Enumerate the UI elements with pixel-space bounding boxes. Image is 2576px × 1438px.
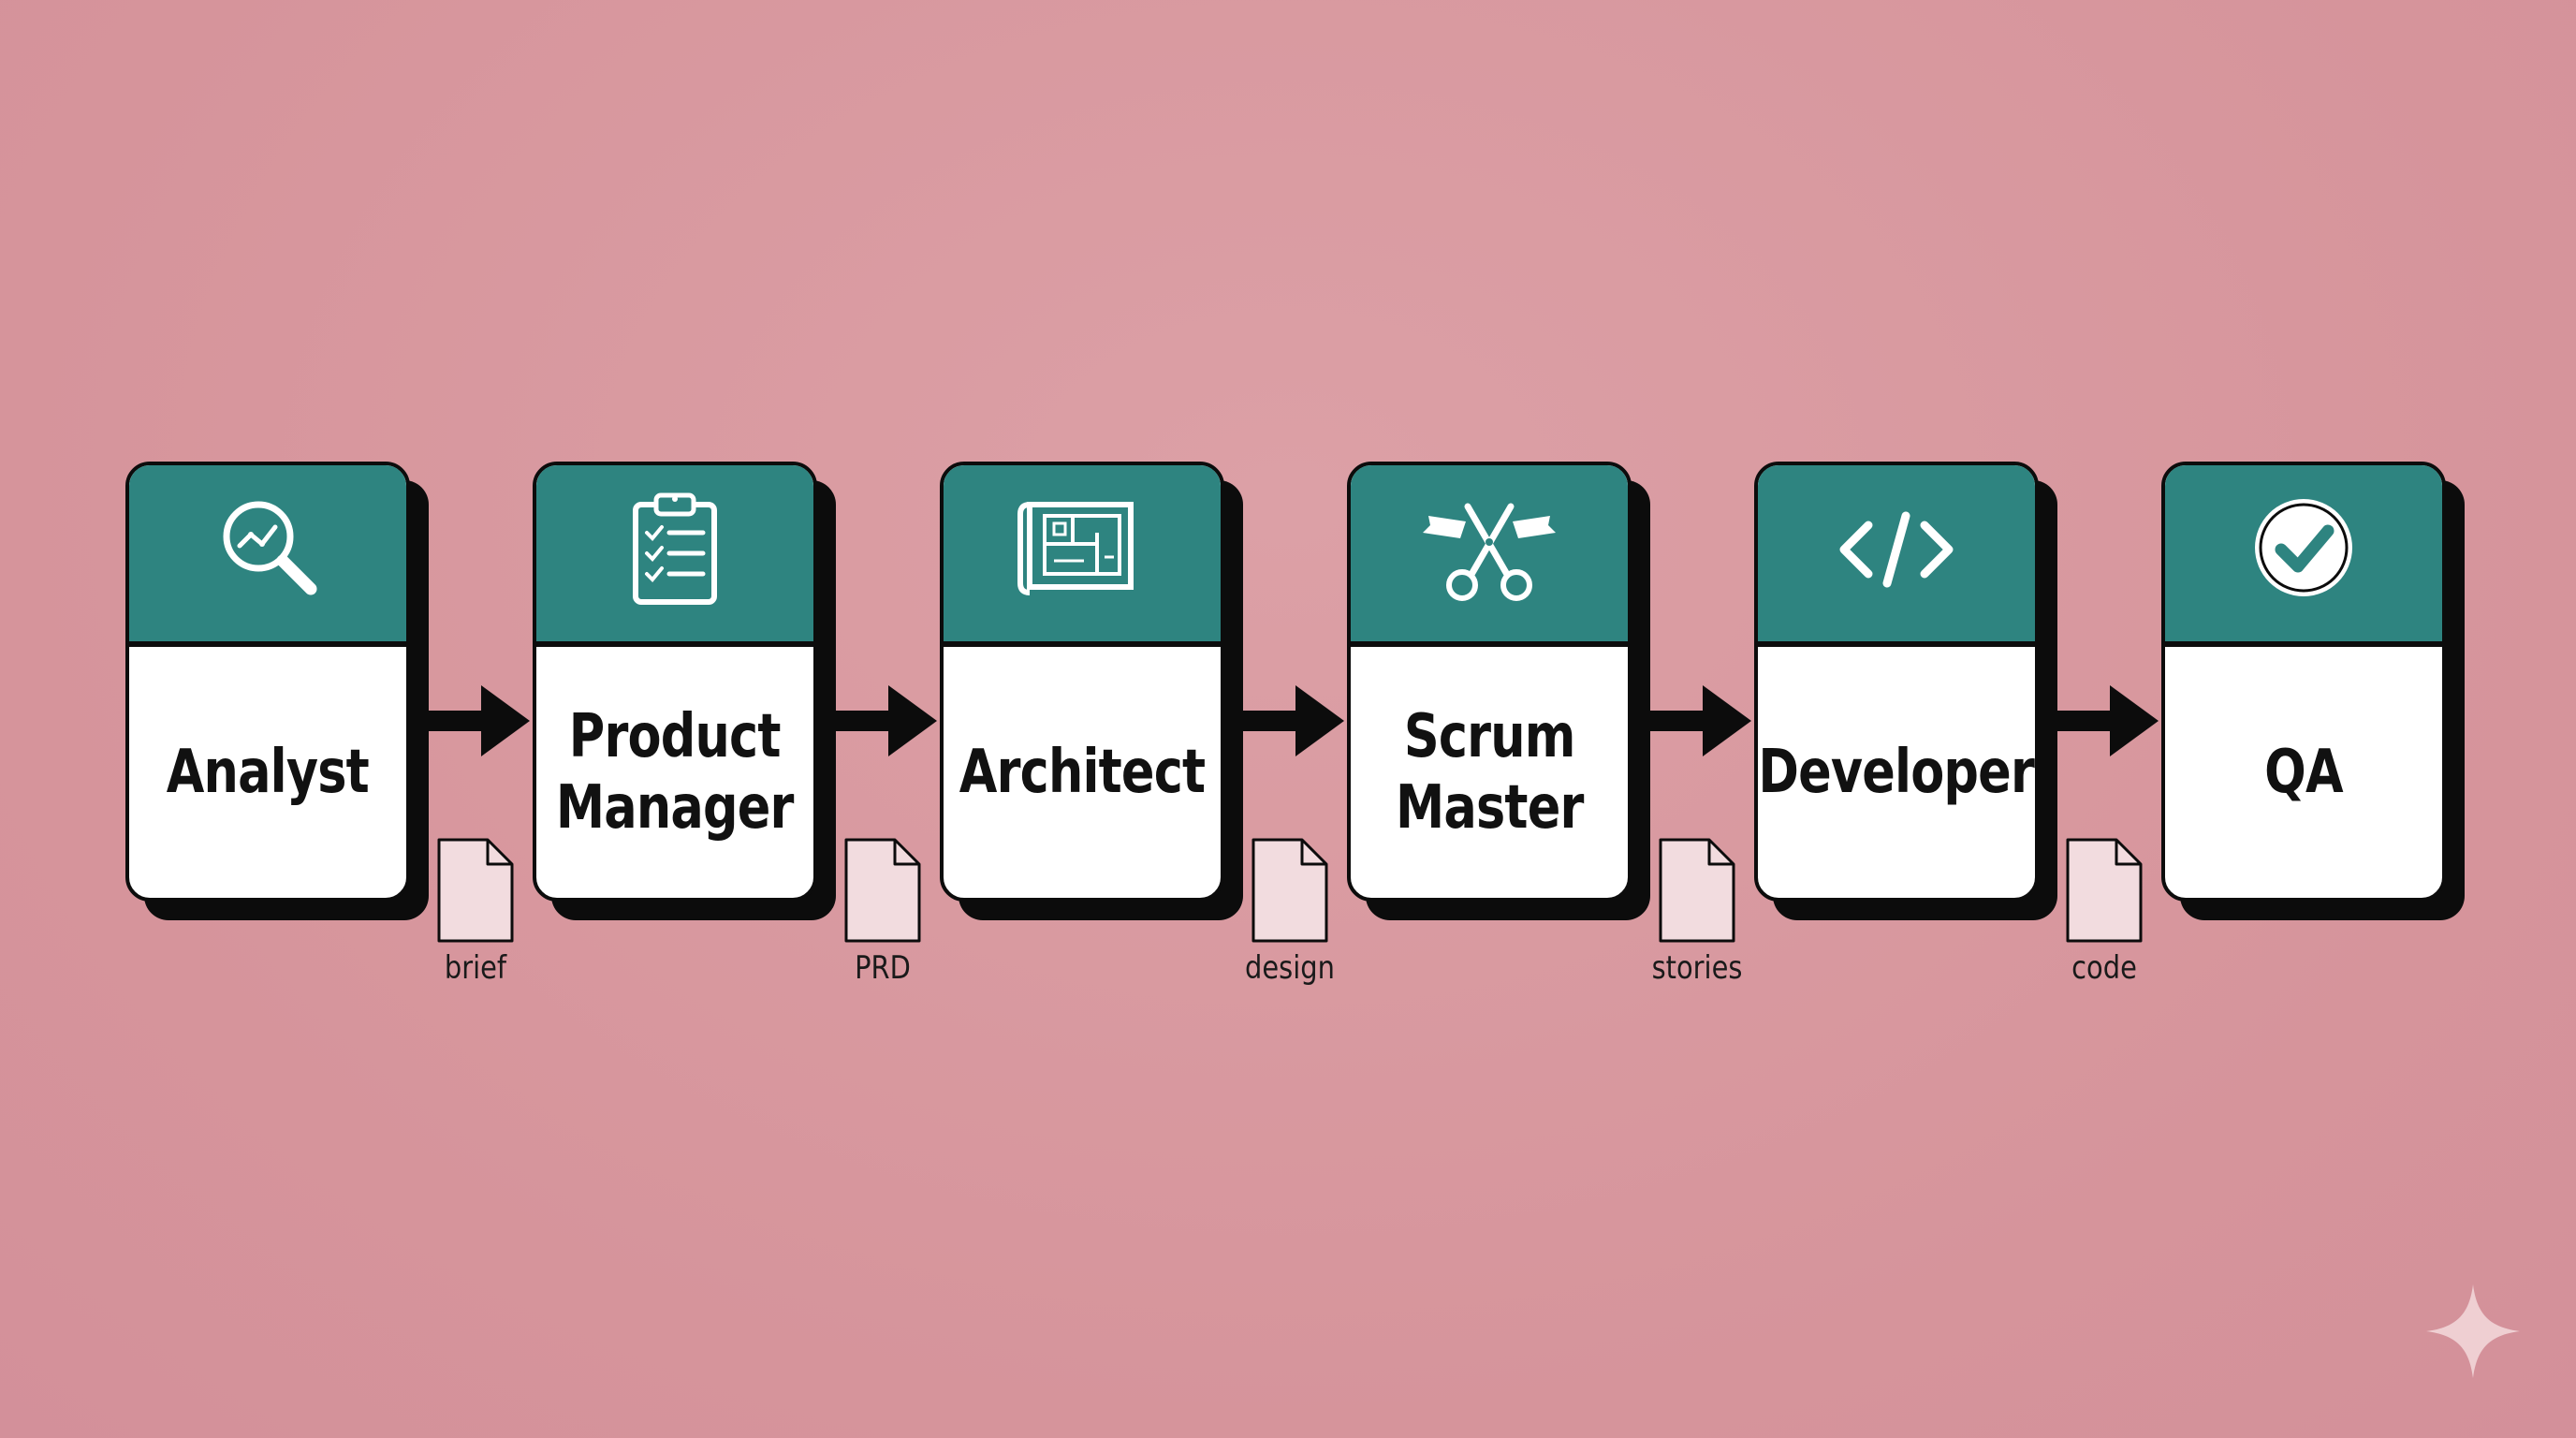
stage-label: Architect [959, 738, 1206, 807]
stage-card-architect: Architect [940, 462, 1243, 920]
flow-arrow [429, 685, 530, 756]
clipboard-checklist-icon [633, 492, 717, 605]
artifact-label-design: design [1245, 949, 1335, 987]
scissors-ribbon-icon [1423, 503, 1556, 601]
document-icon [2066, 838, 2143, 943]
card-header [129, 465, 406, 647]
card-header [536, 465, 813, 647]
artifact-label-prd: PRD [855, 949, 911, 987]
stage-card-product-manager: Product Manager [533, 462, 836, 920]
flow-arrow [836, 685, 937, 756]
stage-label: Scrum Master [1395, 702, 1584, 843]
sparkle-icon [2426, 1284, 2520, 1378]
stage-label: Developer [1758, 738, 2035, 807]
flow-arrow [1650, 685, 1751, 756]
stage-label: Product Manager [556, 702, 795, 843]
card-frame: Developer [1754, 462, 2039, 902]
card-frame: Scrum Master [1347, 462, 1632, 902]
document-icon [1251, 838, 1328, 943]
document-icon [437, 838, 514, 943]
flow-arrow [2057, 685, 2159, 756]
card-header [2165, 465, 2442, 647]
stage-label: Analyst [166, 738, 370, 807]
card-frame: QA [2161, 462, 2446, 902]
card-header [1351, 465, 1628, 647]
artifact-label-brief: brief [444, 949, 507, 987]
code-brackets-icon [1839, 511, 1954, 588]
card-frame: Analyst [125, 462, 410, 902]
artifact-label-code: code [2071, 949, 2137, 987]
stage-label: QA [2264, 738, 2343, 807]
artifact-label-stories: stories [1651, 949, 1743, 987]
blueprint-icon [1017, 502, 1134, 595]
card-frame: Product Manager [533, 462, 817, 902]
stage-card-qa: QA [2161, 462, 2465, 920]
document-icon [844, 838, 921, 943]
checkmark-circle-icon [2255, 499, 2352, 596]
stage-card-analyst: Analyst [125, 462, 429, 920]
card-frame: Architect [940, 462, 1224, 902]
card-header [944, 465, 1221, 647]
stage-card-developer: Developer [1754, 462, 2057, 920]
flow-arrow [1243, 685, 1344, 756]
card-header [1758, 465, 2035, 647]
magnifier-chart-icon [223, 501, 317, 595]
stage-card-scrum-master: Scrum Master [1347, 462, 1650, 920]
document-icon [1659, 838, 1735, 943]
